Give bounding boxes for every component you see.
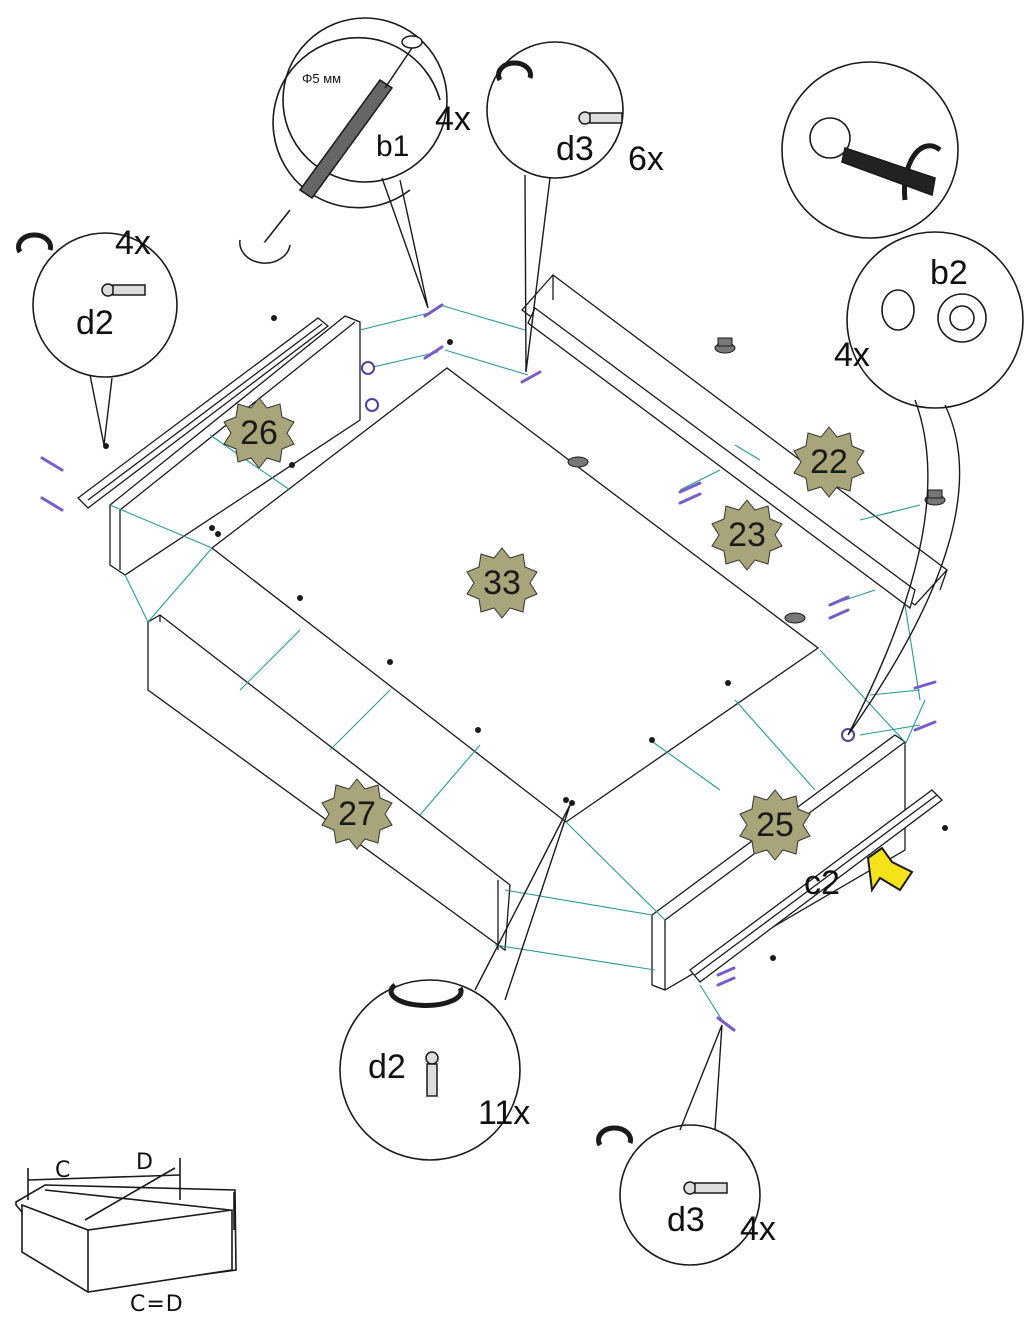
d2-left-part: d2	[76, 304, 114, 342]
badge-23: 23	[710, 498, 784, 572]
badge-22: 22	[792, 425, 866, 499]
badge-25: 25	[738, 788, 812, 862]
check-c-label: C	[55, 1158, 72, 1183]
b2-part: b2	[930, 254, 968, 292]
inner-panel-23	[527, 307, 916, 610]
d2-bottom-part: d2	[368, 1048, 406, 1086]
badge-25-label: 25	[756, 805, 794, 844]
b2-qty: 4x	[834, 336, 870, 374]
badge-23-label: 23	[728, 515, 766, 554]
badge-33-label: 33	[483, 563, 521, 602]
side-panel-25	[651, 734, 906, 991]
check-equation: C=D	[130, 1292, 184, 1317]
d3-bottom-qty: 4x	[740, 1210, 776, 1248]
front-panel-27	[147, 614, 511, 952]
b1-qty: 4x	[435, 100, 471, 138]
c2-part: c2	[804, 864, 840, 902]
badge-27: 27	[320, 777, 394, 851]
d3-bottom-part: d3	[667, 1201, 705, 1239]
d2-left-qty: 4x	[115, 224, 151, 262]
badge-27-label: 27	[338, 794, 376, 833]
check-d-label: D	[136, 1150, 154, 1175]
d3-top-qty: 6x	[628, 140, 664, 178]
d3-top-part: d3	[556, 130, 594, 168]
b1-part-label: b1	[376, 130, 410, 163]
d2-bottom-qty: 11x	[478, 1094, 531, 1132]
badge-26-label: 26	[240, 413, 278, 452]
badge-33: 33	[465, 546, 539, 620]
badge-26: 26	[222, 396, 296, 470]
pointer-arrow-icon	[866, 846, 914, 893]
badge-22-label: 22	[810, 442, 848, 481]
b1-diameter: Φ5 мм	[302, 71, 342, 86]
